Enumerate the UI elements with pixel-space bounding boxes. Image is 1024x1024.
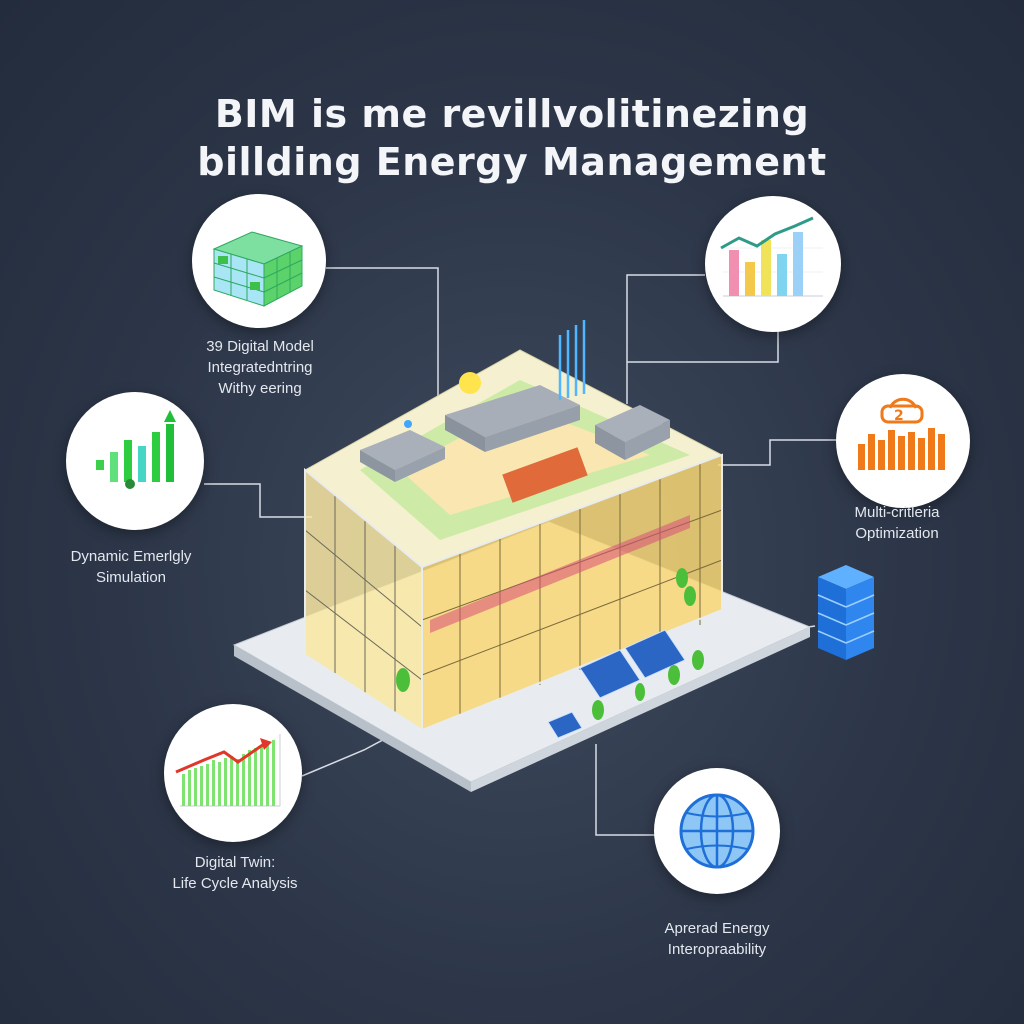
ground-solar-panels (547, 629, 686, 739)
signal-bars-icon: 2 (858, 397, 945, 470)
growth-bar-chart-icon (96, 410, 176, 489)
feature-interoperability-circle (654, 768, 780, 894)
rooftop-unit (445, 385, 580, 437)
feature-digital-model-label: 39 Digital Model Integratedntring Withy … (206, 338, 314, 397)
feature-analytics-circle (705, 196, 841, 332)
feature-optimization-label: Multi-critleria Optimization (854, 504, 940, 542)
title-line-1: BIM is me revillvolitinezing (214, 92, 810, 136)
server-stack-icon (817, 565, 875, 660)
feature-digital-twin-label: Digital Twin: Life Cycle Analysis (172, 854, 298, 892)
trees (396, 568, 704, 720)
feature-energy-simulation-circle (66, 392, 204, 530)
trend-line-chart-icon (175, 734, 281, 807)
building-left-face (305, 470, 422, 730)
rooftop-unit (595, 405, 670, 442)
roof-solar-array (502, 447, 588, 503)
feature-interoperability-label: Aprerad Energy Interopraability (664, 920, 770, 958)
3d-grid-cube-icon (212, 231, 304, 307)
svg-text:2: 2 (894, 408, 904, 424)
globe-icon (679, 793, 755, 869)
bar-line-chart-icon (720, 216, 823, 297)
building-right-face (422, 455, 722, 730)
title-line-2: billding Energy Management (197, 140, 827, 184)
connector-analytics (626, 258, 779, 404)
connector-digital-model (326, 267, 439, 400)
feature-optimization-circle: 2 (836, 374, 970, 508)
sun-sensor (459, 372, 481, 394)
feature-digital-model-circle (192, 194, 326, 328)
connector-energy-simulation (204, 483, 312, 518)
feature-energy-simulation-label: Dynamic Emerlgly Simulation (70, 548, 192, 586)
feature-digital-twin-circle (164, 704, 302, 842)
rooftop-unit (360, 430, 445, 470)
connector-interoperability (595, 744, 656, 836)
connector-optimization (718, 439, 836, 466)
